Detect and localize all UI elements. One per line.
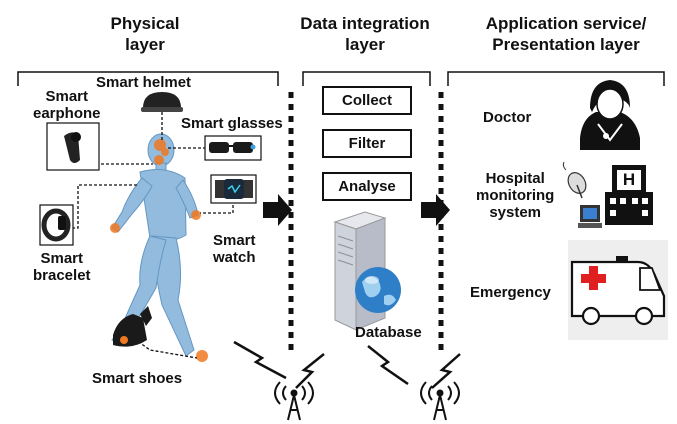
doctor-label: Doctor xyxy=(483,109,532,126)
smart-watch-label-line1: Smart xyxy=(213,232,256,249)
hospital-label-line2: monitoring xyxy=(476,187,555,204)
smart-earphone-label: Smart earphone xyxy=(33,88,101,122)
analyse-step-box: Analyse xyxy=(322,172,412,201)
ambulance-icon xyxy=(568,240,668,340)
emergency-label: Emergency xyxy=(470,284,551,301)
doctor-icon xyxy=(580,80,640,150)
collect-step-box: Collect xyxy=(322,86,412,115)
smart-bracelet-label-line1: Smart xyxy=(40,250,84,267)
integration-layer-title: Data integration layer xyxy=(270,13,460,55)
smart-shoes-label: Smart shoes xyxy=(92,370,183,387)
physical-layer-title-line2: layer xyxy=(125,35,165,54)
application-layer-bracket xyxy=(447,71,665,86)
smart-watch-image xyxy=(210,174,257,204)
physical-layer-title-line1: Physical xyxy=(110,14,180,33)
smart-earphone-label-line2: earphone xyxy=(33,105,101,122)
smart-helmet-label: Smart helmet xyxy=(96,74,192,91)
application-layer-title-line2: Presentation layer xyxy=(492,35,640,54)
smart-watch-label-line2: watch xyxy=(213,249,256,266)
integration-layer-bracket xyxy=(302,71,431,86)
smart-glasses-label: Smart glasses xyxy=(181,115,283,132)
application-layer-title: Application service/ Presentation layer xyxy=(466,13,666,55)
smart-helmet-image xyxy=(141,92,183,112)
arrow-to-integration xyxy=(263,194,292,226)
hospital-monitoring-label: Hospital monitoring system xyxy=(476,170,554,221)
smart-earphone-image xyxy=(46,122,100,171)
arrow-to-application xyxy=(421,194,450,226)
smart-shoes-image xyxy=(113,306,152,347)
hospital-sign-letter: H xyxy=(622,170,636,189)
hospital-label-line3: system xyxy=(489,204,542,221)
smart-glasses-image xyxy=(204,135,262,161)
integration-layer-title-line1: Data integration xyxy=(300,14,430,33)
wireless-bolt-left xyxy=(233,340,287,380)
database-server-image xyxy=(333,211,401,331)
integration-layer-title-line2: layer xyxy=(345,35,385,54)
physical-layer-bracket xyxy=(17,71,279,86)
satellite-dish-icon xyxy=(562,161,587,199)
application-layer-title-line1: Application service/ xyxy=(485,14,647,33)
filter-step-box: Filter xyxy=(322,129,412,158)
antenna-tower-left-icon xyxy=(274,381,314,421)
hospital-label-line1: Hospital xyxy=(485,170,545,187)
physical-layer-title: Physical layer xyxy=(85,13,205,55)
smart-bracelet-label: Smart bracelet xyxy=(33,250,91,284)
hospital-building-icon xyxy=(605,165,653,225)
smart-bracelet-image xyxy=(39,204,74,246)
antenna-tower-right-icon xyxy=(420,381,460,421)
smart-bracelet-label-line2: bracelet xyxy=(33,267,91,284)
smart-watch-label: Smart watch xyxy=(213,232,256,266)
wireless-bolt-center-left xyxy=(295,353,325,389)
wireless-bolt-right xyxy=(431,353,461,389)
database-label: Database xyxy=(355,324,422,341)
wireless-bolt-center-right xyxy=(367,345,409,386)
computer-monitor-icon xyxy=(578,205,602,228)
smart-earphone-label-line1: Smart xyxy=(45,88,89,105)
